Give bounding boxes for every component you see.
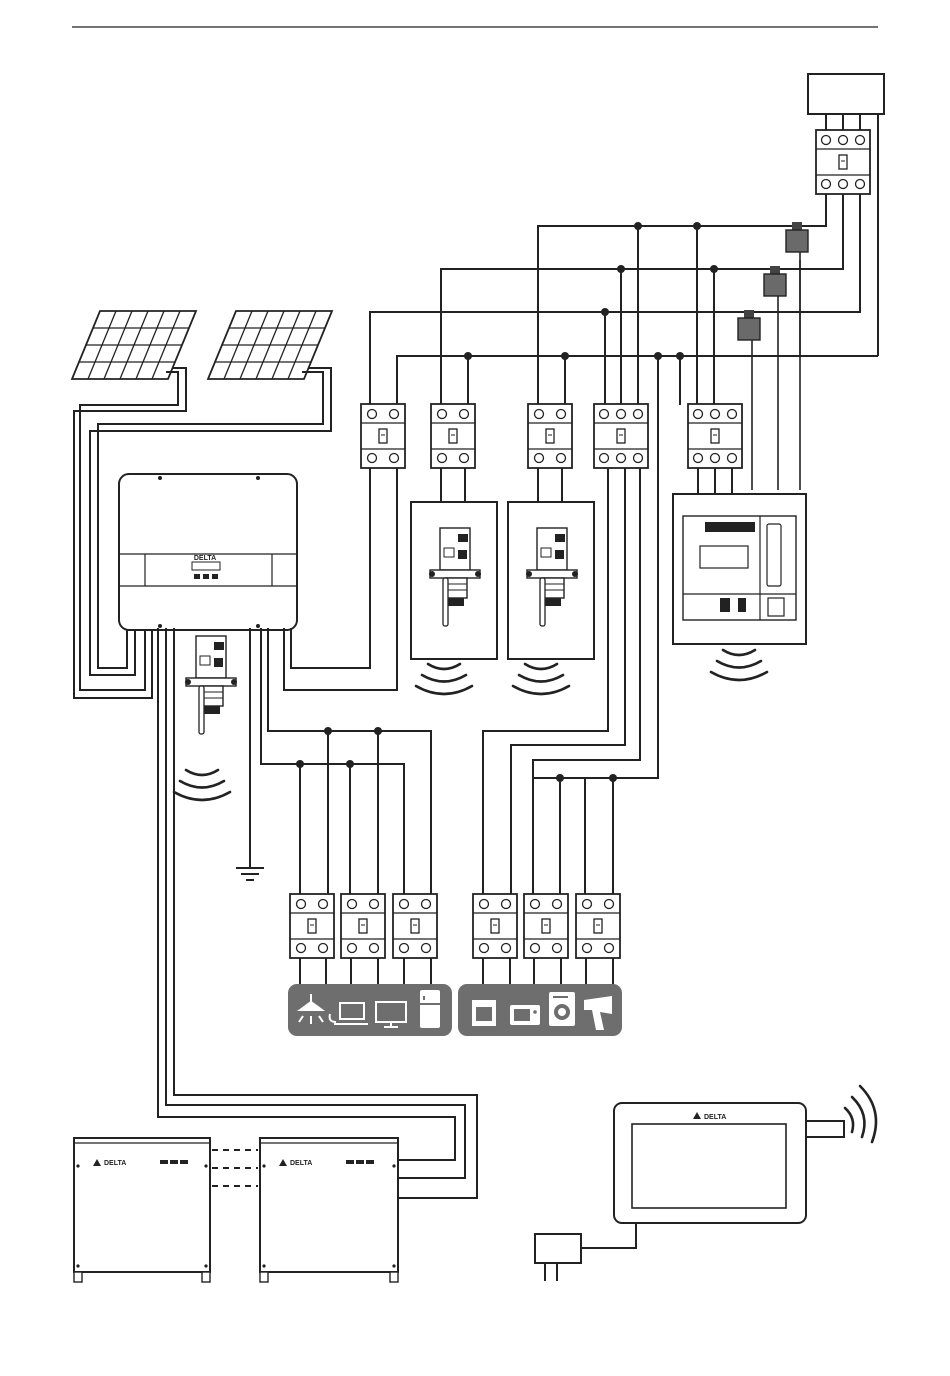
battery-unit-1: DELTA <box>74 1138 210 1282</box>
grid-supply-box <box>808 74 884 114</box>
signal-waves-icon <box>513 664 569 694</box>
backup-loads-panel <box>288 984 452 1036</box>
brand-label: DELTA <box>290 1160 312 1167</box>
ct-clamp-icon <box>764 266 786 296</box>
breaker-icon <box>341 894 385 958</box>
breaker-icon <box>524 894 568 958</box>
signal-waves-icon <box>174 770 230 800</box>
wireless-module-2 <box>508 468 594 694</box>
breaker-icon <box>431 404 475 468</box>
breaker-icon <box>528 404 572 468</box>
ground-symbol <box>236 628 264 880</box>
energy-meter <box>673 468 806 680</box>
wifi-module-icon <box>185 636 237 734</box>
breaker-icon <box>393 894 437 958</box>
breaker-icon <box>816 130 870 194</box>
main-breaker <box>816 114 878 356</box>
fridge-icon <box>420 990 440 1028</box>
normal-loads-panel <box>458 984 622 1036</box>
power-adapter <box>535 1223 636 1281</box>
breaker-icon <box>576 894 620 958</box>
display-panel: DELTA <box>614 1086 876 1223</box>
breaker-icon <box>688 404 742 468</box>
washing-machine-icon <box>549 992 575 1026</box>
ct-clamp-icon <box>738 310 760 340</box>
breaker-icon <box>473 894 517 958</box>
brand-label: DELTA <box>194 555 216 562</box>
oven-icon <box>472 1000 496 1026</box>
brand-label: DELTA <box>704 1114 726 1121</box>
brand-label: DELTA <box>104 1160 126 1167</box>
battery-link <box>212 1150 258 1186</box>
signal-waves-icon <box>416 664 472 694</box>
breaker-icon <box>594 404 648 468</box>
battery-unit-2: DELTA <box>260 1138 398 1282</box>
signal-waves-icon <box>711 650 767 680</box>
load-drops <box>300 958 613 986</box>
breaker-icon <box>290 894 334 958</box>
wifi-signal-icon <box>845 1086 876 1142</box>
breaker-icon <box>361 404 405 468</box>
wireless-module-1 <box>411 468 497 694</box>
microwave-icon <box>510 1005 540 1025</box>
